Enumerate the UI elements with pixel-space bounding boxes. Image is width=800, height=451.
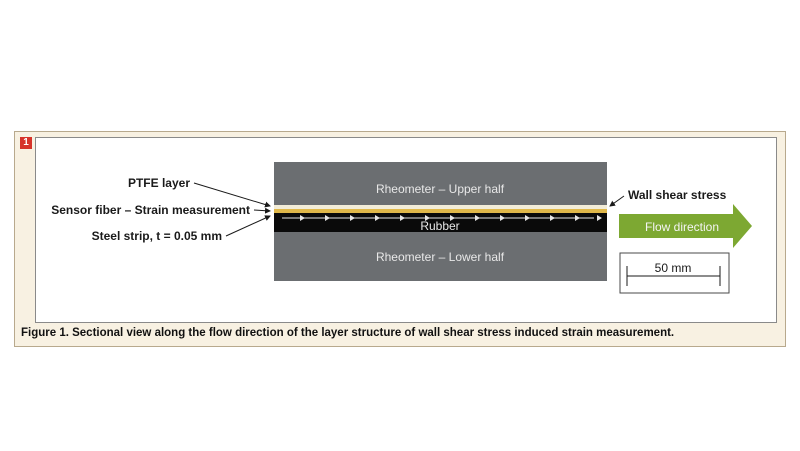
ptfe-layer (274, 205, 607, 210)
scale-bar-label: 50 mm (655, 261, 692, 275)
scale-bar-box (619, 252, 730, 294)
ptfe-layer-label: PTFE layer (128, 176, 190, 190)
rheometer-upper-block (274, 162, 607, 205)
steel-strip-label: Steel strip, t = 0.05 mm (92, 229, 222, 243)
sensor-fiber-label: Sensor fiber – Strain measurement (51, 203, 250, 217)
rheometer-lower-label: Rheometer – Lower half (376, 250, 505, 264)
rheometer-lower-block (274, 232, 607, 281)
sensor-fiber (274, 209, 607, 213)
figure-number-badge: 1 (20, 137, 32, 149)
flow-direction-arrow (619, 204, 752, 248)
wall-shear-leader-line (609, 195, 625, 207)
wall-shear-stress-label: Wall shear stress (628, 188, 727, 202)
shear-arrow-heads (300, 215, 602, 221)
rheometer-upper-label: Rheometer – Upper half (376, 182, 505, 196)
ptfe-leader-line (193, 182, 271, 208)
steel-leader-line (225, 215, 271, 237)
rubber-label: Rubber (420, 219, 459, 233)
sensor-leader-line (253, 207, 271, 214)
flow-direction-label: Flow direction (645, 220, 719, 234)
figure-caption: Figure 1. Sectional view along the flow … (21, 327, 675, 339)
